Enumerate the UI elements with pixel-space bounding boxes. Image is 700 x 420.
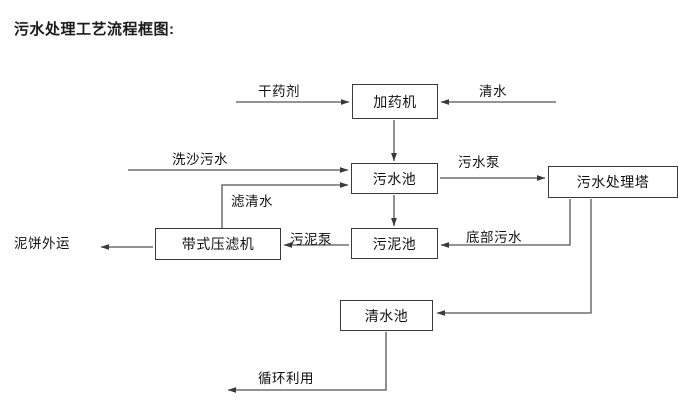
node-label: 清水池 bbox=[364, 307, 409, 324]
edge-tower-to-clear-water-pool bbox=[436, 199, 592, 316]
node-label: 加药机 bbox=[373, 93, 417, 110]
node-sludge-pool[interactable]: 污泥池 bbox=[351, 228, 438, 259]
node-label: 带式压滤机 bbox=[181, 236, 255, 252]
node-belt-filter-press[interactable]: 带式压滤机 bbox=[155, 228, 281, 260]
edge-label-sludge-pump: 污泥泵 bbox=[290, 232, 332, 247]
node-wastewater-pool[interactable]: 污水池 bbox=[351, 163, 438, 194]
edge-label-sand-wash-sewage: 洗沙污水 bbox=[172, 152, 228, 167]
node-label: 污水处理塔 bbox=[576, 174, 650, 190]
edge-clear-water-pool-recycle bbox=[227, 332, 387, 393]
edge-label-dry-chemical: 干药剂 bbox=[258, 84, 300, 99]
edge-label-sewage-pump: 污水泵 bbox=[458, 155, 500, 170]
edge-label-clean-water: 清水 bbox=[479, 84, 507, 99]
edge-tower-bottom-sewage-to-sludge-pool bbox=[440, 199, 571, 248]
node-label: 污水池 bbox=[372, 170, 417, 187]
node-clear-water-pool[interactable]: 清水池 bbox=[340, 300, 433, 331]
edge-label-recycle-reuse: 循环利用 bbox=[258, 371, 314, 386]
node-dosing-machine[interactable]: 加药机 bbox=[352, 84, 438, 119]
edge-label-filtered-clear-water: 滤清水 bbox=[231, 194, 273, 209]
edge-filtered-water-to-wastewater-pool bbox=[221, 182, 349, 228]
page-title: 污水处理工艺流程框图: bbox=[14, 21, 175, 38]
node-label: 污泥池 bbox=[372, 235, 417, 252]
edge-label-mud-cake-out: 泥饼外运 bbox=[14, 236, 70, 251]
edge-label-bottom-sewage: 底部污水 bbox=[466, 230, 522, 245]
node-treatment-tower[interactable]: 污水处理塔 bbox=[548, 166, 678, 198]
